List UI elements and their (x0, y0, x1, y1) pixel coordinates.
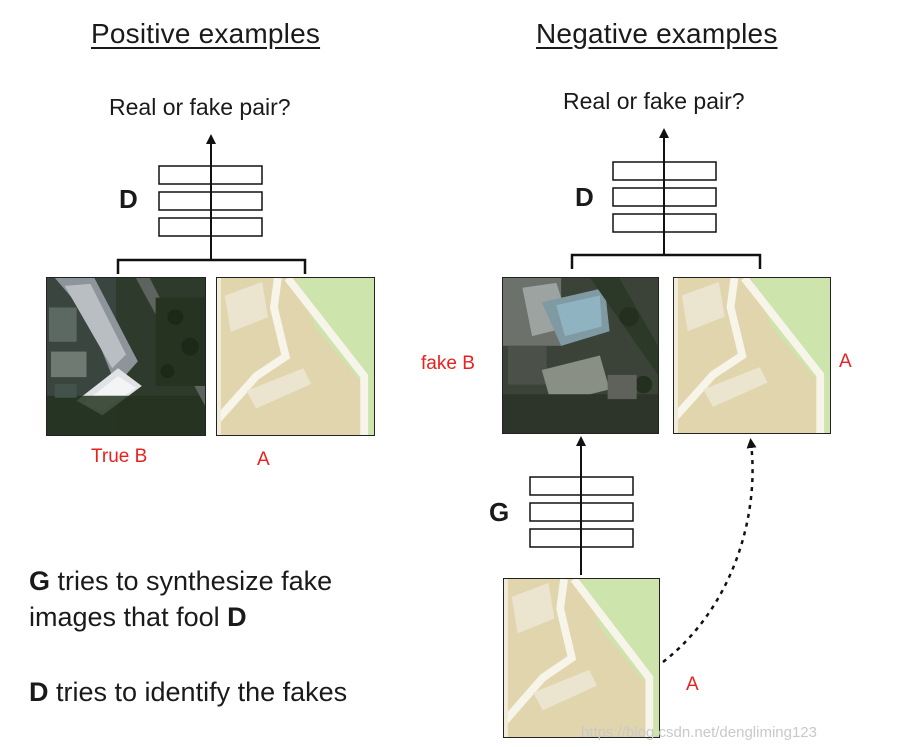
street-map-tile-icon (674, 278, 830, 433)
watermark-url: https://blog.csdn.net/dengliming123 (581, 724, 817, 741)
positive-discriminator-label: D (119, 184, 138, 214)
positive-question: Real or fake pair? (109, 94, 291, 120)
street-map-tile-icon (217, 278, 374, 435)
satellite-photo-tile-icon (47, 278, 205, 435)
description-line-3-text: tries to identify the fakes (48, 677, 348, 707)
generator-network (529, 436, 634, 575)
description-line-2: images that fool D (29, 599, 247, 635)
positive-true-b-image (46, 277, 206, 436)
negative-discriminator-network (570, 128, 762, 269)
negative-heading: Negative examples (536, 18, 778, 49)
description-g-bold: G (29, 566, 51, 596)
negative-a-pair-image (673, 277, 831, 434)
description-line-1: G tries to synthesize fake (29, 563, 332, 599)
negative-fake-b-image (502, 277, 659, 434)
generator-input-a-label: A (686, 674, 699, 695)
positive-a-label: A (257, 449, 270, 470)
positive-discriminator-network (116, 134, 307, 274)
description-line-1-text: tries to synthesize fake (50, 566, 333, 596)
fake-b-label: fake B (421, 353, 475, 374)
description-line-2-text: images that fool (29, 602, 228, 632)
description-line-3: D tries to identify the fakes (29, 674, 347, 710)
true-b-label: True B (91, 446, 148, 467)
description-d-bold-2: D (29, 677, 49, 707)
positive-a-image (216, 277, 375, 436)
positive-heading: Positive examples (91, 18, 321, 49)
generator-input-a-image (503, 578, 660, 738)
generator-label: G (489, 497, 510, 527)
description-d-bold: D (227, 602, 247, 632)
condition-copy-dashed-arrow (662, 438, 757, 663)
negative-question: Real or fake pair? (563, 88, 745, 114)
negative-input-bracket (570, 253, 762, 269)
positive-input-bracket (116, 258, 307, 274)
satellite-photo-tile-icon (503, 278, 658, 433)
street-map-tile-icon (504, 579, 659, 737)
negative-discriminator-label: D (575, 182, 594, 212)
negative-a-pair-label: A (839, 351, 852, 372)
